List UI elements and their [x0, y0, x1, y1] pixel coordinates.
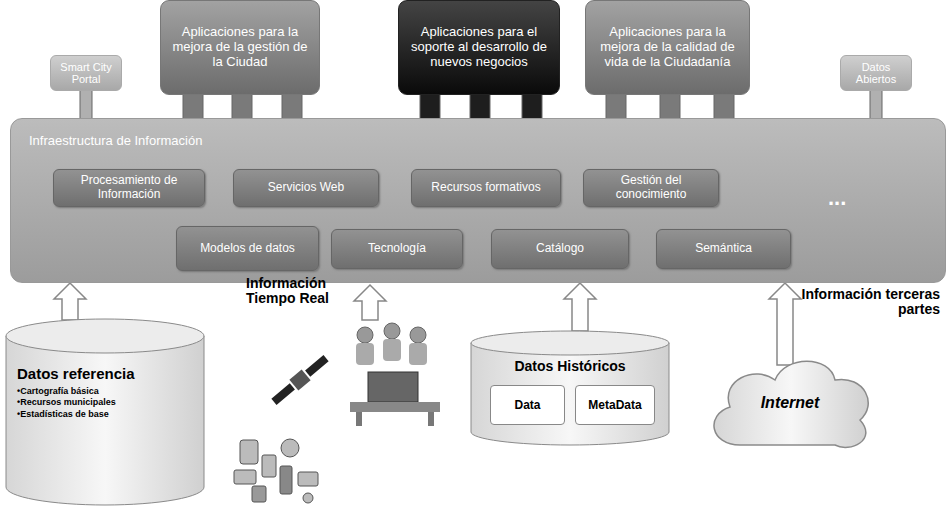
cylinder-body — [6, 336, 204, 505]
node-title: Servicios Web — [268, 181, 344, 195]
node-title: Catálogo — [536, 242, 584, 256]
node-title: Aplicaciones para la mejora de la calida… — [594, 25, 741, 70]
node-title: Semántica — [695, 242, 752, 256]
person-body — [383, 339, 401, 361]
service-box: Semántica — [656, 229, 791, 269]
list-item: •Cartografía básica — [17, 386, 99, 398]
device — [240, 440, 258, 464]
device — [303, 493, 313, 503]
solar-panel — [271, 383, 295, 405]
source-label: Información Tiempo Real — [246, 276, 356, 307]
data-flow-arrow — [54, 283, 86, 320]
data-flow-arrow — [564, 283, 596, 331]
node-title: MetaData — [588, 398, 641, 412]
infrastructure-band: Infraestructura de InformaciónProcesamie… — [10, 118, 946, 283]
person-head — [410, 327, 426, 343]
node-title: Aplicaciones para la mejora de la gestió… — [169, 25, 311, 70]
devices-icon — [234, 439, 318, 503]
service-box: Modelos de datos — [176, 226, 319, 271]
list-item: •Recursos municipales — [17, 397, 116, 409]
person-head — [357, 327, 373, 343]
node-title: Data — [514, 398, 540, 412]
connector-tab — [714, 94, 734, 120]
device — [252, 486, 266, 502]
service-box: Gestión del conocimiento — [583, 169, 719, 207]
internet-cloud: Internet — [700, 345, 880, 460]
person-body — [356, 343, 374, 365]
node-title: Datos referencia — [17, 364, 135, 384]
node-title: Modelos de datos — [200, 242, 295, 256]
application-box: Aplicaciones para la mejora de la gestió… — [160, 0, 320, 95]
portal-box: Smart City Portal — [50, 55, 122, 91]
service-box: Recursos formativos — [411, 169, 561, 207]
node-title: Infraestructura de Información — [29, 133, 945, 148]
connector-tab — [80, 90, 92, 120]
connector-tab — [470, 94, 490, 120]
metadata-box: MetaData — [575, 385, 655, 425]
solar-panel — [305, 355, 329, 377]
connector-tab — [660, 94, 680, 120]
data-flow-arrow — [769, 283, 801, 365]
device — [280, 466, 292, 494]
service-box: Servicios Web — [233, 169, 379, 207]
device — [234, 470, 256, 484]
cloud-outline — [714, 361, 868, 447]
service-box: Catálogo — [491, 229, 629, 269]
application-box: Aplicaciones para la mejora de la calida… — [585, 0, 750, 95]
ellipsis-mark: ... — [828, 186, 868, 210]
application-box: Aplicaciones para el soporte al desarrol… — [398, 0, 560, 95]
desk-leg — [356, 412, 362, 426]
desk — [350, 402, 440, 412]
device — [281, 439, 299, 457]
data-box: Data — [490, 385, 565, 425]
service-box: Procesamiento de Información — [53, 169, 205, 207]
connector-tab — [522, 94, 542, 120]
service-box: Tecnología — [331, 229, 463, 269]
node-title: Gestión del conocimiento — [590, 174, 712, 202]
cylinder-body — [471, 343, 669, 445]
list-item: •Estadísticas de base — [17, 409, 109, 421]
monitor — [368, 372, 418, 402]
connector-tab — [606, 94, 626, 120]
connector-tab — [420, 94, 440, 120]
node-title: Datos Históricos — [470, 358, 670, 374]
satellite-body — [289, 369, 310, 390]
source-label: Información terceras partes — [790, 287, 940, 318]
open-data-box: Datos Abiertos — [840, 55, 912, 91]
cylinder-top — [471, 331, 669, 355]
node-title: Recursos formativos — [431, 181, 540, 195]
connector-tab — [232, 94, 252, 120]
node-title: Procesamiento de Información — [60, 174, 198, 202]
node-title: Tecnología — [368, 242, 426, 256]
connector-tab — [183, 94, 203, 120]
device — [298, 472, 318, 486]
people-computer-icon — [350, 323, 440, 426]
node-title: Internet — [761, 394, 820, 412]
person-head — [384, 323, 400, 339]
node-title: Aplicaciones para el soporte al desarrol… — [407, 25, 551, 70]
node-title: Smart City Portal — [55, 61, 117, 85]
realtime-arrow — [354, 285, 386, 320]
historic-data-cylinder: Datos HistóricosData MetaData — [470, 330, 670, 445]
reference-data-cylinder: Datos referencia •Cartografía básica•Recu… — [5, 318, 205, 505]
satellite-icon — [269, 353, 330, 407]
desk-leg — [428, 412, 434, 426]
device — [262, 455, 276, 477]
connector-tab — [282, 94, 302, 120]
cylinder-top — [6, 319, 204, 353]
person-body — [409, 343, 427, 365]
connector-tab — [870, 90, 882, 120]
node-title: Datos Abiertos — [845, 61, 907, 85]
